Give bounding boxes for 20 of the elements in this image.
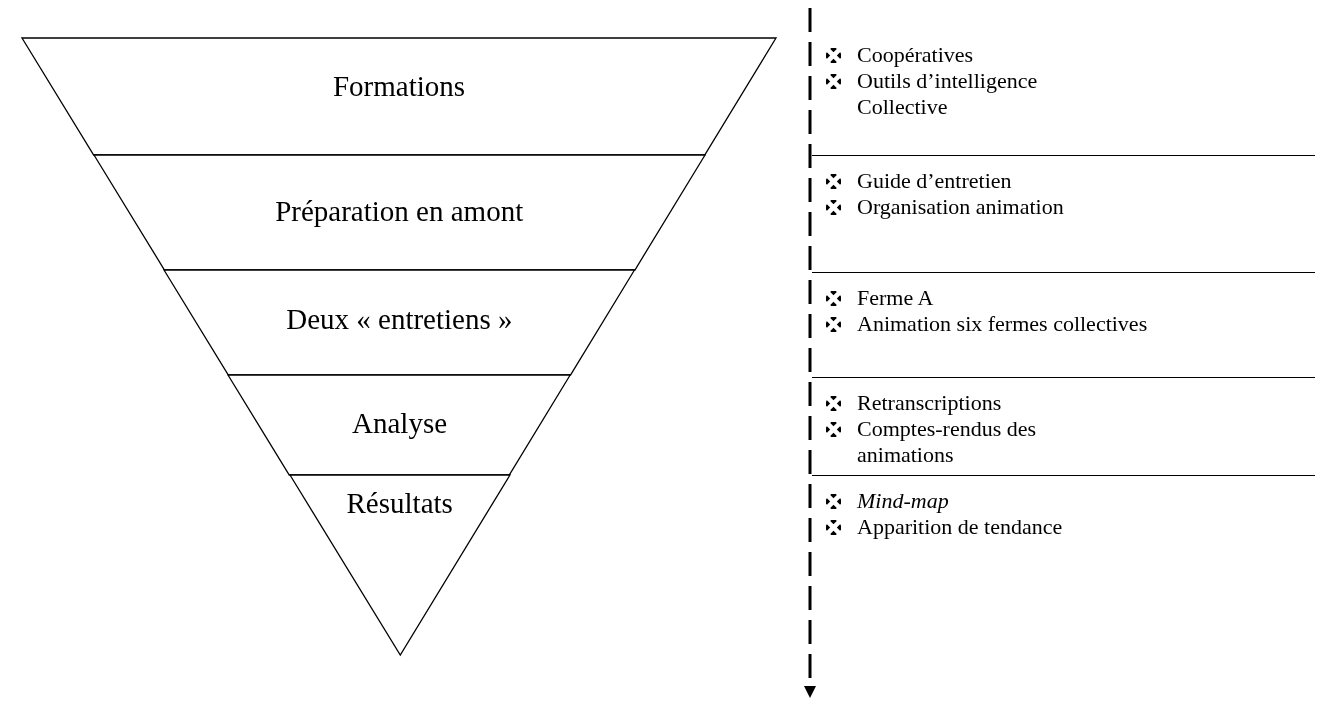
bullet-text: Retranscriptions — [857, 390, 1002, 416]
funnel-tip — [289, 475, 510, 655]
bullet-text: Coopératives — [857, 42, 974, 68]
funnel-band — [164, 270, 635, 375]
stage-label: Deux « entretiens » — [286, 303, 513, 336]
stage-label: Analyse — [352, 407, 448, 440]
bullet-text: Outils d’intelligence Collective — [857, 68, 1039, 120]
stage-label: Résultats — [346, 487, 453, 520]
bullet-text: Comptes-rendus des animations — [857, 416, 1038, 468]
stage-label: Formations — [332, 70, 466, 103]
bullet-text: Apparition de tendance — [857, 514, 1063, 540]
bullet-text: Organisation animation — [857, 194, 1064, 220]
funnel-band — [228, 375, 571, 475]
bullet-text: Animation six fermes collectives — [857, 311, 1148, 337]
funnel-band — [93, 155, 705, 270]
bullet-text: Guide d’entretien — [857, 168, 1012, 194]
bullet-text: Ferme A — [857, 285, 934, 311]
bullet-text: Mind-map — [857, 488, 949, 514]
stage-label: Préparation en amont — [275, 195, 524, 228]
funnel-band — [22, 38, 776, 155]
